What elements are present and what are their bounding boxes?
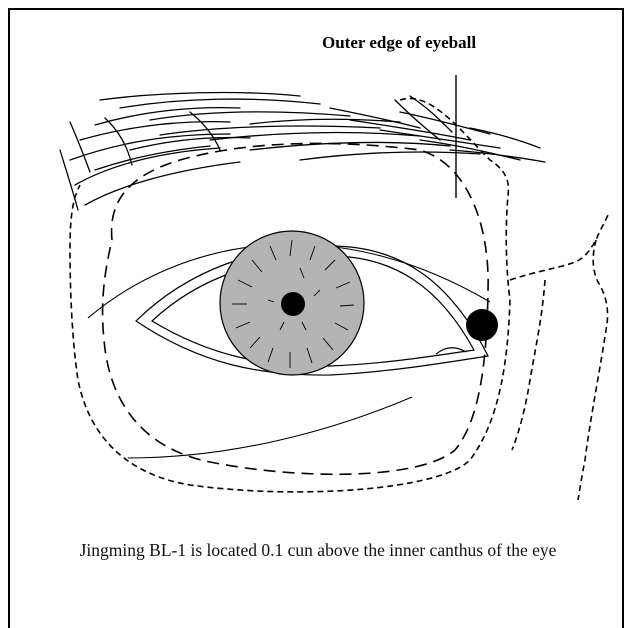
pupil [281,292,305,316]
eyebrow [60,93,545,210]
jingming-point-marker [466,309,498,341]
lower-crease [128,397,412,458]
figure-caption: Jingming BL-1 is located 0.1 cun above t… [40,537,596,563]
outer-edge-label: Outer edge of eyeball [322,33,476,53]
